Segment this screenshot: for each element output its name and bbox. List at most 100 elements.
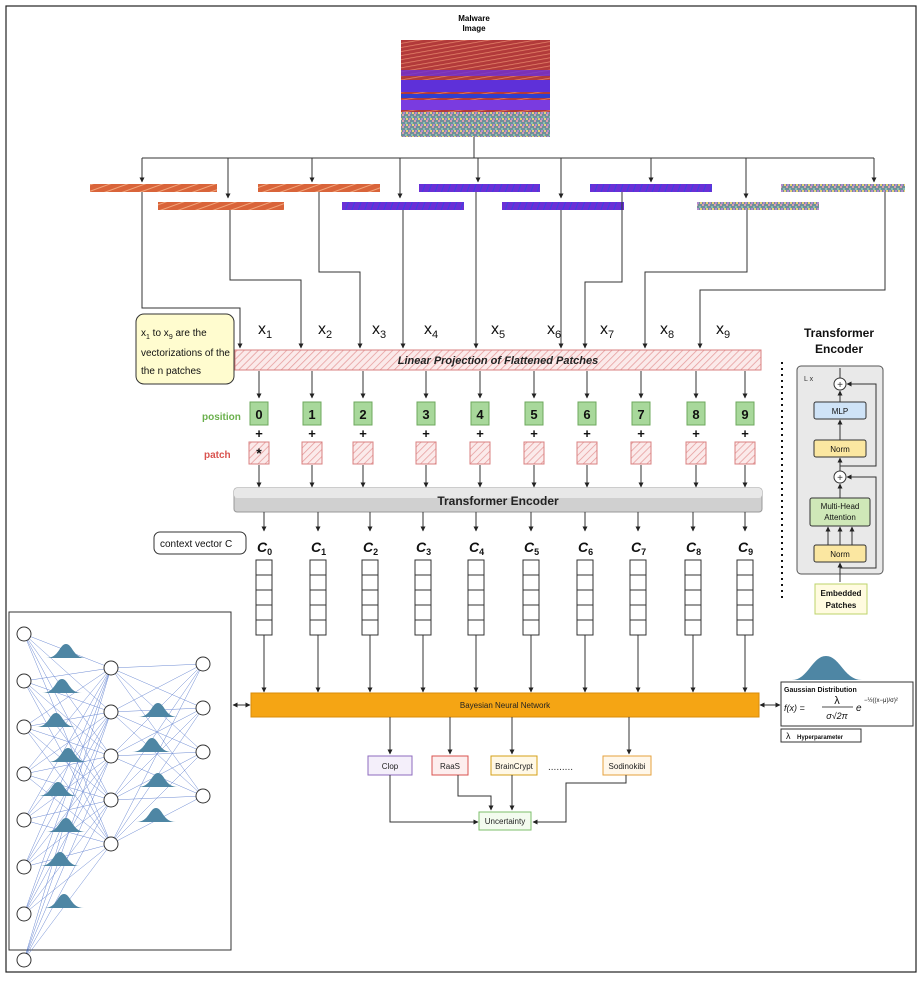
network-node [103,792,119,808]
weight-distribution-icon [42,679,82,693]
context-label-c2: C2 [363,539,378,557]
linear-projection-label: Linear Projection of Flattened Patches [398,355,599,367]
weight-distribution-icon [44,894,84,908]
position-box-4 [470,401,490,426]
network-node [195,700,211,716]
plus-sign-2: + [359,426,367,441]
weight-distribution-icon [48,748,88,762]
network-node [16,673,32,689]
patch-strip-3 [258,184,380,192]
context-cell [255,574,273,591]
context-cell [736,619,754,636]
patch-label: patch [204,450,231,461]
gaussian-exponent: −½((x−μ)/σ)² [864,697,898,704]
position-box-7 [631,401,651,426]
vector-label-x6: x6 [547,321,561,341]
plus-sign-9: + [741,426,749,441]
context-cell [414,559,432,576]
network-node [103,704,119,720]
vectorization-note: x1 to x9 are the vectorizations of the t… [135,313,235,385]
weight-distribution-icon [138,773,178,787]
weight-distribution-icon [46,818,86,832]
network-node [103,836,119,852]
context-cell [576,574,594,591]
context-cell [309,619,327,636]
patch-box-6 [576,441,598,465]
patch-box-0 [248,441,270,465]
position-value-4: 4 [476,407,484,422]
context-label-c7: C7 [631,539,646,557]
context-cell [522,604,540,621]
position-box-0 [249,401,269,426]
weight-distribution-icon [132,738,172,752]
linear-projection-bar [234,349,762,371]
context-cell [414,589,432,606]
weight-distribution-icon [136,808,176,822]
context-cell [684,619,702,636]
context-cell [361,604,379,621]
network-node [103,660,119,676]
bayesian-network-graph [16,626,211,968]
context-cell [467,604,485,621]
context-cell [736,604,754,621]
context-cell [629,604,647,621]
class-label-sodinokibi: Sodinokibi [609,762,646,771]
context-cell [255,559,273,576]
transformer-encoder-label: Transformer Encoder [437,494,559,508]
svg-text:Norm: Norm [830,445,850,454]
encoder-panel-arrows [825,368,877,582]
vector-label-x3: x3 [372,321,386,341]
context-cell [309,589,327,606]
context-cell [467,619,485,636]
plus-sign-0: + [255,426,263,441]
malware-image-label-1: Malware [458,14,490,23]
context-label-c9: C9 [738,539,753,557]
patch-box-9 [734,441,756,465]
position-value-9: 9 [741,407,748,422]
embedded-patches-box [814,583,868,615]
gaussian-title: Gaussian Distribution [784,687,857,694]
network-node [195,744,211,760]
position-value-5: 5 [530,407,537,422]
vector-label-x5: x5 [491,321,505,341]
context-label-c3: C3 [416,539,431,557]
network-node [16,859,32,875]
weight-distribution-icon [46,644,86,658]
context-cell [309,559,327,576]
class-label-braincrypt: BrainCrypt [495,762,534,771]
network-node [16,719,32,735]
context-cell [736,589,754,606]
context-cell [467,559,485,576]
patch-strip-6 [502,202,624,210]
malware-image-label-2: Image [462,24,486,33]
vector-label-x1: x1 [258,321,272,341]
context-cell [684,559,702,576]
class-box-raas [431,755,469,776]
context-cell [255,604,273,621]
context-cell [414,619,432,636]
context-cell [684,574,702,591]
gaussian-fx: f(x) = [784,703,805,713]
classes-to-uncertainty [389,775,627,825]
network-node [195,788,211,804]
bayesian-nn-label: Bayesian Neural Network [460,701,551,710]
class-box-braincrypt [490,755,538,776]
position-value-2: 2 [359,407,366,422]
network-node [195,656,211,672]
context-cell [361,574,379,591]
context-cell [255,619,273,636]
plus-sign-6: + [583,426,591,441]
patch-strip-5 [419,184,540,192]
class-box-sodinokibi [602,755,652,776]
context-cell [684,589,702,606]
context-cell [576,559,594,576]
gaussian-denominator: σ√2π [826,711,848,721]
encoder-panel-lx: L x [804,376,814,383]
malware-image [401,40,550,137]
patch-box-5 [523,441,545,465]
weight-distribution-icon [138,703,178,717]
plus-sign-3: + [422,426,430,441]
